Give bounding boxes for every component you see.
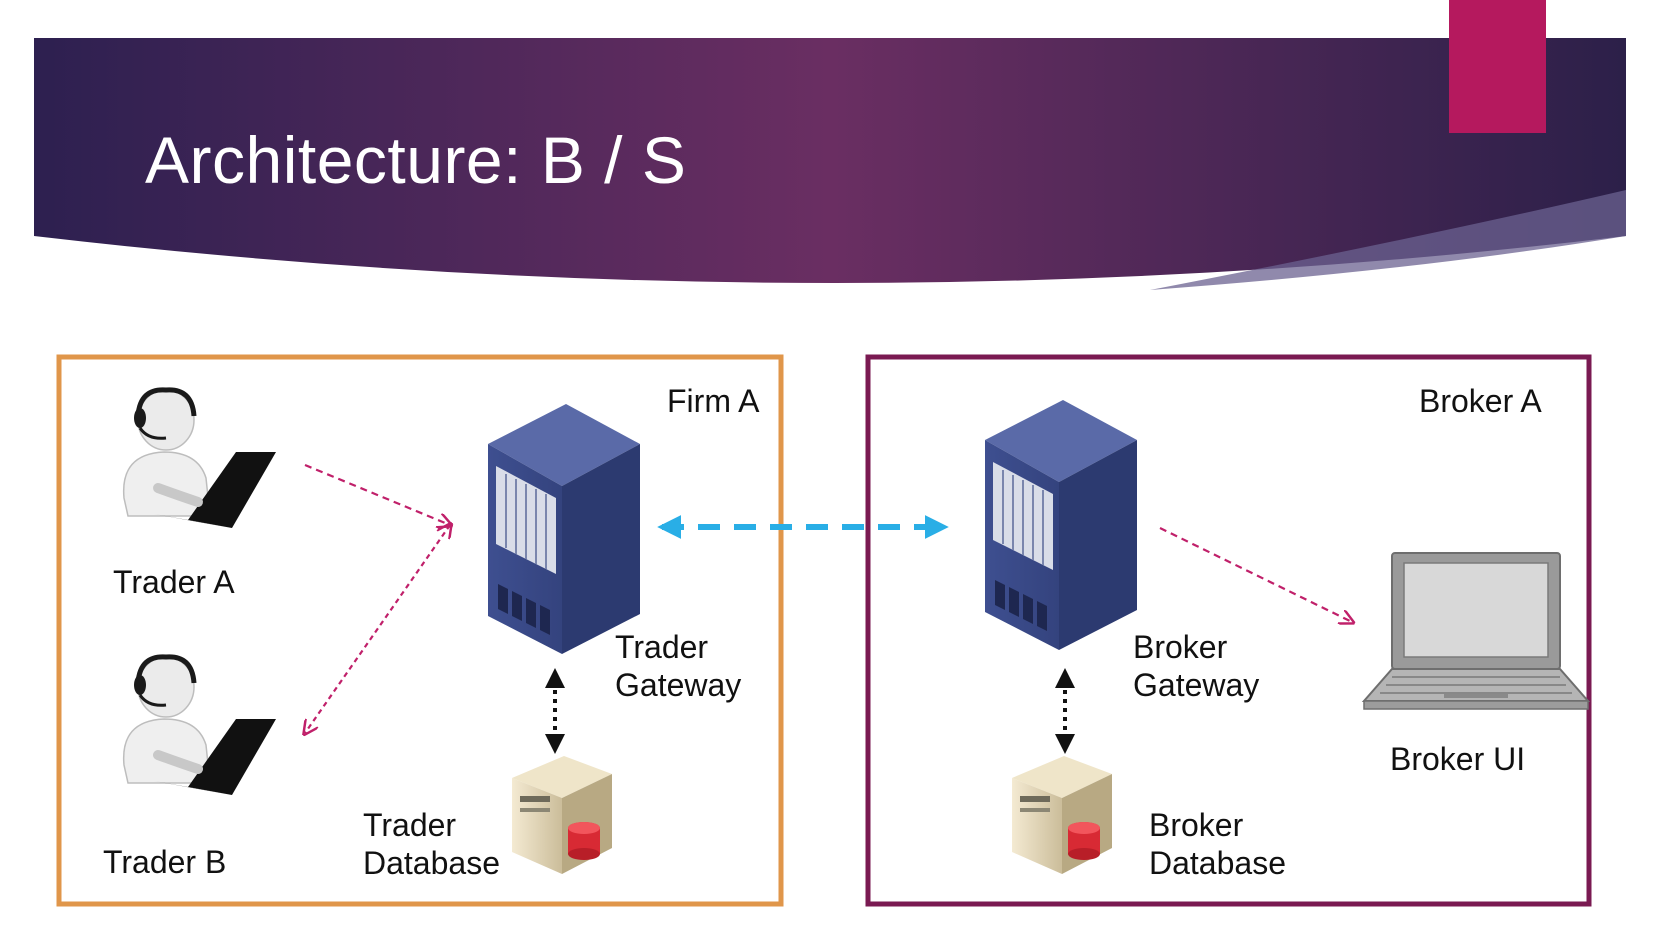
broker-ui-icon xyxy=(1363,552,1589,710)
trader-gateway-icon xyxy=(487,403,641,655)
broker-gateway-icon xyxy=(984,399,1138,651)
broker-ui-link xyxy=(1159,527,1352,622)
broker-ui-label: Broker UI xyxy=(1390,741,1526,777)
trader-a-link xyxy=(304,463,450,525)
firm-frame xyxy=(56,354,784,907)
trader-b-label: Trader B xyxy=(103,844,227,880)
broker-gateway-line-2: Gateway xyxy=(1133,667,1260,703)
trader-database-line-2: Database xyxy=(363,845,500,881)
broker-database-line-2: Database xyxy=(1149,845,1286,881)
trader-a-label: Trader A xyxy=(113,564,235,600)
trader-b-icon xyxy=(124,657,276,795)
broker-database-icon xyxy=(1012,756,1112,874)
trader-b-link xyxy=(305,525,450,733)
broker-label: Broker A xyxy=(1419,383,1542,419)
broker-gateway-label: Broker Gateway xyxy=(1133,628,1259,704)
accent-tab xyxy=(1449,0,1546,133)
trader-database-icon xyxy=(512,756,612,874)
broker-frame xyxy=(865,354,1592,907)
trader-database-line-1: Trader xyxy=(363,807,457,843)
broker-gateway-line-1: Broker xyxy=(1133,629,1228,665)
header-swoosh xyxy=(1150,190,1626,290)
header-banner xyxy=(34,38,1626,283)
trader-gateway-line-2: Gateway xyxy=(615,667,742,703)
trader-gateway-label: Trader Gateway xyxy=(615,628,741,704)
trader-a-icon xyxy=(124,390,276,528)
trader-database-label: Trader Database xyxy=(363,806,500,882)
slide-title: Architecture: B / S xyxy=(145,123,687,197)
firm-label: Firm A xyxy=(667,383,760,419)
broker-database-label: Broker Database xyxy=(1149,806,1286,882)
trader-gateway-line-1: Trader xyxy=(615,629,709,665)
broker-database-line-1: Broker xyxy=(1149,807,1244,843)
